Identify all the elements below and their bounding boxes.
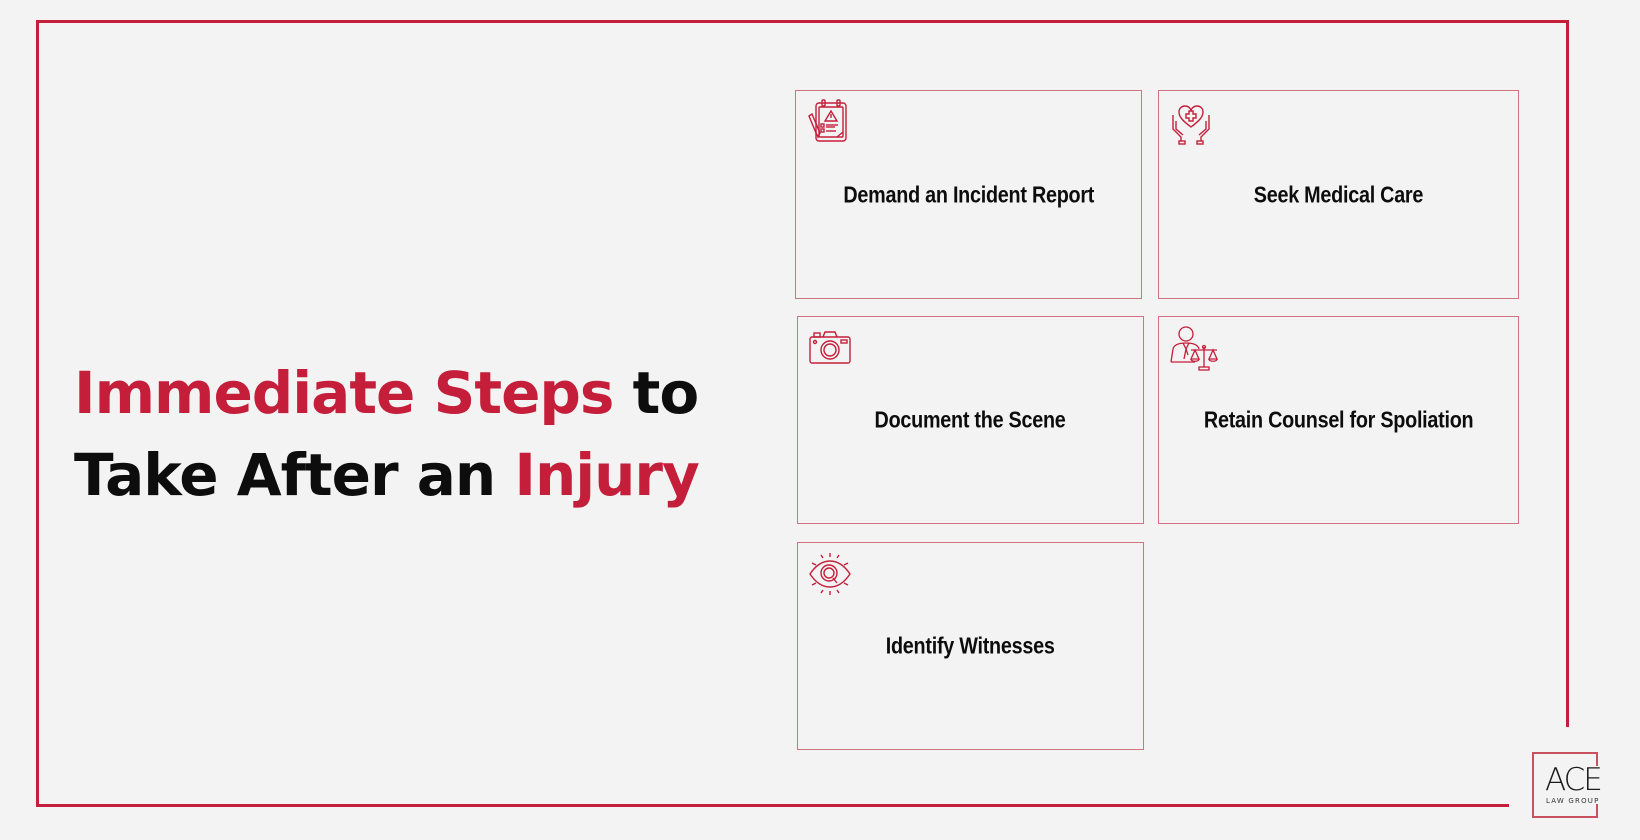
title-accent-1: Immediate Steps [74, 359, 614, 427]
logo-subtitle: LAW GROUP [1546, 797, 1600, 805]
step-label: Identify Witnesses [886, 632, 1055, 659]
lawyer-scales-icon [1170, 326, 1219, 371]
step-label: Seek Medical Care [1253, 181, 1424, 207]
step-label: Retain Counsel for Spoliation [1203, 406, 1474, 433]
step-card-identify-witnesses: Identify Witnesses [797, 542, 1144, 750]
step-card-document-scene: Document the Scene [797, 316, 1144, 524]
frame-border-bottom [36, 804, 1509, 807]
frame-border-right [1566, 20, 1569, 727]
frame-border-top [36, 20, 1569, 23]
step-card-medical-care: Seek Medical Care [1158, 90, 1519, 299]
title-accent-2: Injury [514, 441, 699, 509]
clipboard-warning-icon [808, 99, 847, 142]
frame-border-left [36, 20, 39, 807]
eye-search-icon [809, 553, 851, 595]
step-card-incident-report: Demand an Incident Report [795, 90, 1142, 299]
page-title: Immediate Steps to Take After an Injury [74, 352, 714, 516]
hands-heart-medical-icon [1172, 105, 1210, 145]
title-text-2: Take After an [74, 441, 515, 509]
logo-border-right-top [1596, 752, 1598, 766]
step-card-retain-counsel: Retain Counsel for Spoliation [1158, 316, 1519, 524]
camera-icon [809, 331, 851, 364]
ace-law-group-logo: ACE LAW GROUP [1532, 752, 1603, 818]
logo-border-right-bottom [1596, 804, 1598, 818]
logo-name: ACE [1545, 762, 1603, 798]
step-label: Demand an Incident Report [843, 181, 1094, 207]
title-text-1: to [613, 359, 700, 427]
step-label: Document the Scene [874, 406, 1066, 433]
